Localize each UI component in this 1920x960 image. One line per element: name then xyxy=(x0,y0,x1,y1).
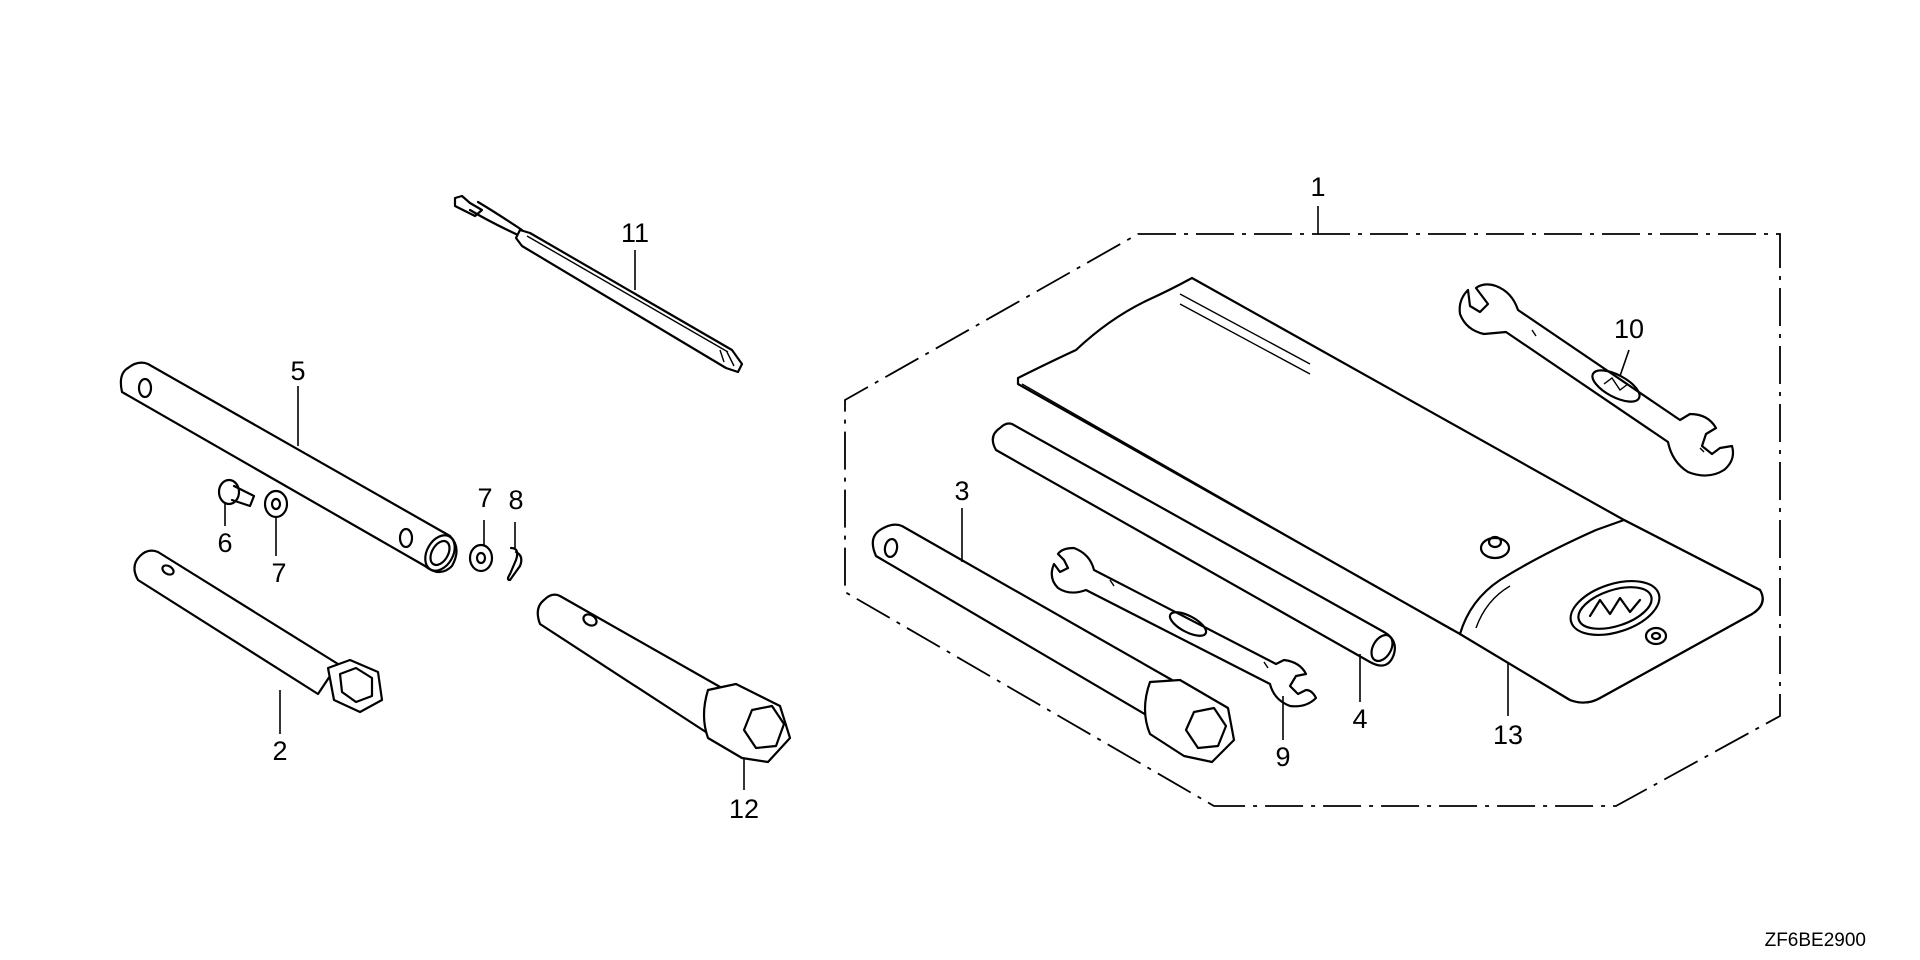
tool-kit-boundary xyxy=(844,233,1781,807)
callout-10: 10 xyxy=(1614,314,1644,344)
screwdriver[interactable] xyxy=(453,194,744,374)
callout-5: 5 xyxy=(290,356,305,386)
callout-7-right: 7 xyxy=(477,483,492,513)
callout-4: 4 xyxy=(1352,704,1367,734)
spark-plug-wrench[interactable] xyxy=(536,593,792,764)
open-end-wrench-small[interactable] xyxy=(1050,546,1318,708)
callout-2: 2 xyxy=(272,736,287,766)
drawing-code: ZF6BE2900 xyxy=(1765,930,1866,951)
washer-left[interactable] xyxy=(263,489,289,519)
tube-handle[interactable] xyxy=(119,361,461,576)
callout-12: 12 xyxy=(729,794,759,824)
callout-11: 11 xyxy=(621,218,649,248)
washer-right[interactable] xyxy=(468,543,494,573)
bar[interactable] xyxy=(991,422,1397,667)
tool-bag[interactable] xyxy=(1016,276,1764,704)
callout-13: 13 xyxy=(1493,720,1523,750)
callout-3: 3 xyxy=(954,476,969,506)
pin[interactable] xyxy=(217,478,256,508)
callout-7-left: 7 xyxy=(271,558,286,588)
clip[interactable] xyxy=(506,546,523,582)
box-spanner[interactable] xyxy=(871,523,1236,764)
callout-labels: 1 2 3 4 5 6 7 7 8 9 10 11 12 13 xyxy=(217,172,1644,824)
open-end-wrench-large[interactable] xyxy=(1458,283,1735,477)
leader-lines xyxy=(224,206,1630,790)
box-spanner-hex[interactable] xyxy=(133,549,384,714)
callout-6: 6 xyxy=(217,528,232,558)
callout-8: 8 xyxy=(508,485,523,515)
callout-1: 1 xyxy=(1310,172,1325,202)
callout-9: 9 xyxy=(1275,742,1290,772)
